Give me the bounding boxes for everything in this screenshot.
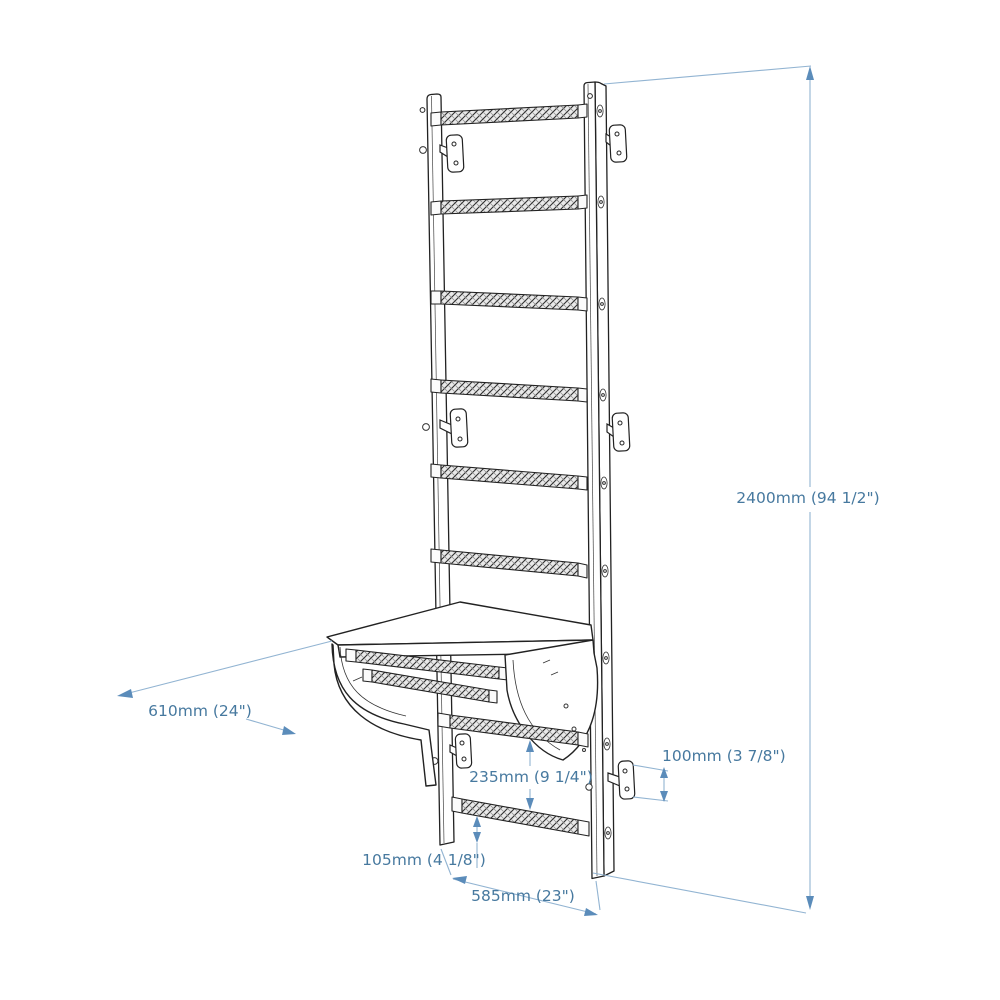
desk-top — [326, 601, 594, 646]
wall-mount-bracket — [607, 760, 636, 800]
ladder-rung — [437, 712, 589, 748]
dimension-label-bottom-rung-gap: 105mm (4 1/8") — [362, 851, 486, 869]
desk-support-bar — [345, 648, 509, 681]
ladder-rung — [430, 548, 588, 579]
rail-bolt — [419, 146, 427, 154]
dimension-bracket-height: 100mm (3 7/8") — [632, 747, 786, 802]
dimension-bottom-rung-gap: 105mm (4 1/8") — [362, 816, 486, 869]
rail-slots — [596, 104, 612, 840]
desk-support-bar — [362, 668, 498, 704]
dimension-total-height: 2400mm (94 1/2") — [592, 65, 880, 914]
rail-bolt — [585, 783, 593, 791]
dimension-label-bracket-height: 100mm (3 7/8") — [662, 747, 786, 765]
dimension-label-lower-rung-gap: 235mm (9 1/4") — [469, 768, 593, 786]
desk-left-bracket — [331, 643, 437, 787]
ladder-right-rail — [583, 81, 615, 880]
wall-mount-bracket — [439, 408, 469, 448]
dimension-depth: 610mm (24") — [117, 640, 333, 735]
ladder-rung — [430, 194, 588, 216]
ladder-rung — [451, 796, 590, 837]
wall-mount-bracket — [449, 733, 473, 769]
dimension-lower-rung-gap: 235mm (9 1/4") — [469, 740, 593, 810]
wall-mount-bracket — [439, 134, 465, 173]
dimension-label-total-height: 2400mm (94 1/2") — [736, 489, 879, 507]
rail-bolt — [422, 423, 430, 431]
ladder-rung — [430, 290, 588, 312]
wall-mount-bracket — [605, 124, 628, 163]
ladder-rung — [430, 463, 588, 491]
dimension-width: 585mm (23") — [440, 848, 601, 916]
dimension-label-width: 585mm (23") — [471, 887, 575, 905]
ladder-rung — [430, 378, 588, 403]
ladder-rung — [430, 103, 588, 127]
dimension-label-depth: 610mm (24") — [148, 702, 252, 720]
wall-mount-bracket — [606, 412, 631, 452]
